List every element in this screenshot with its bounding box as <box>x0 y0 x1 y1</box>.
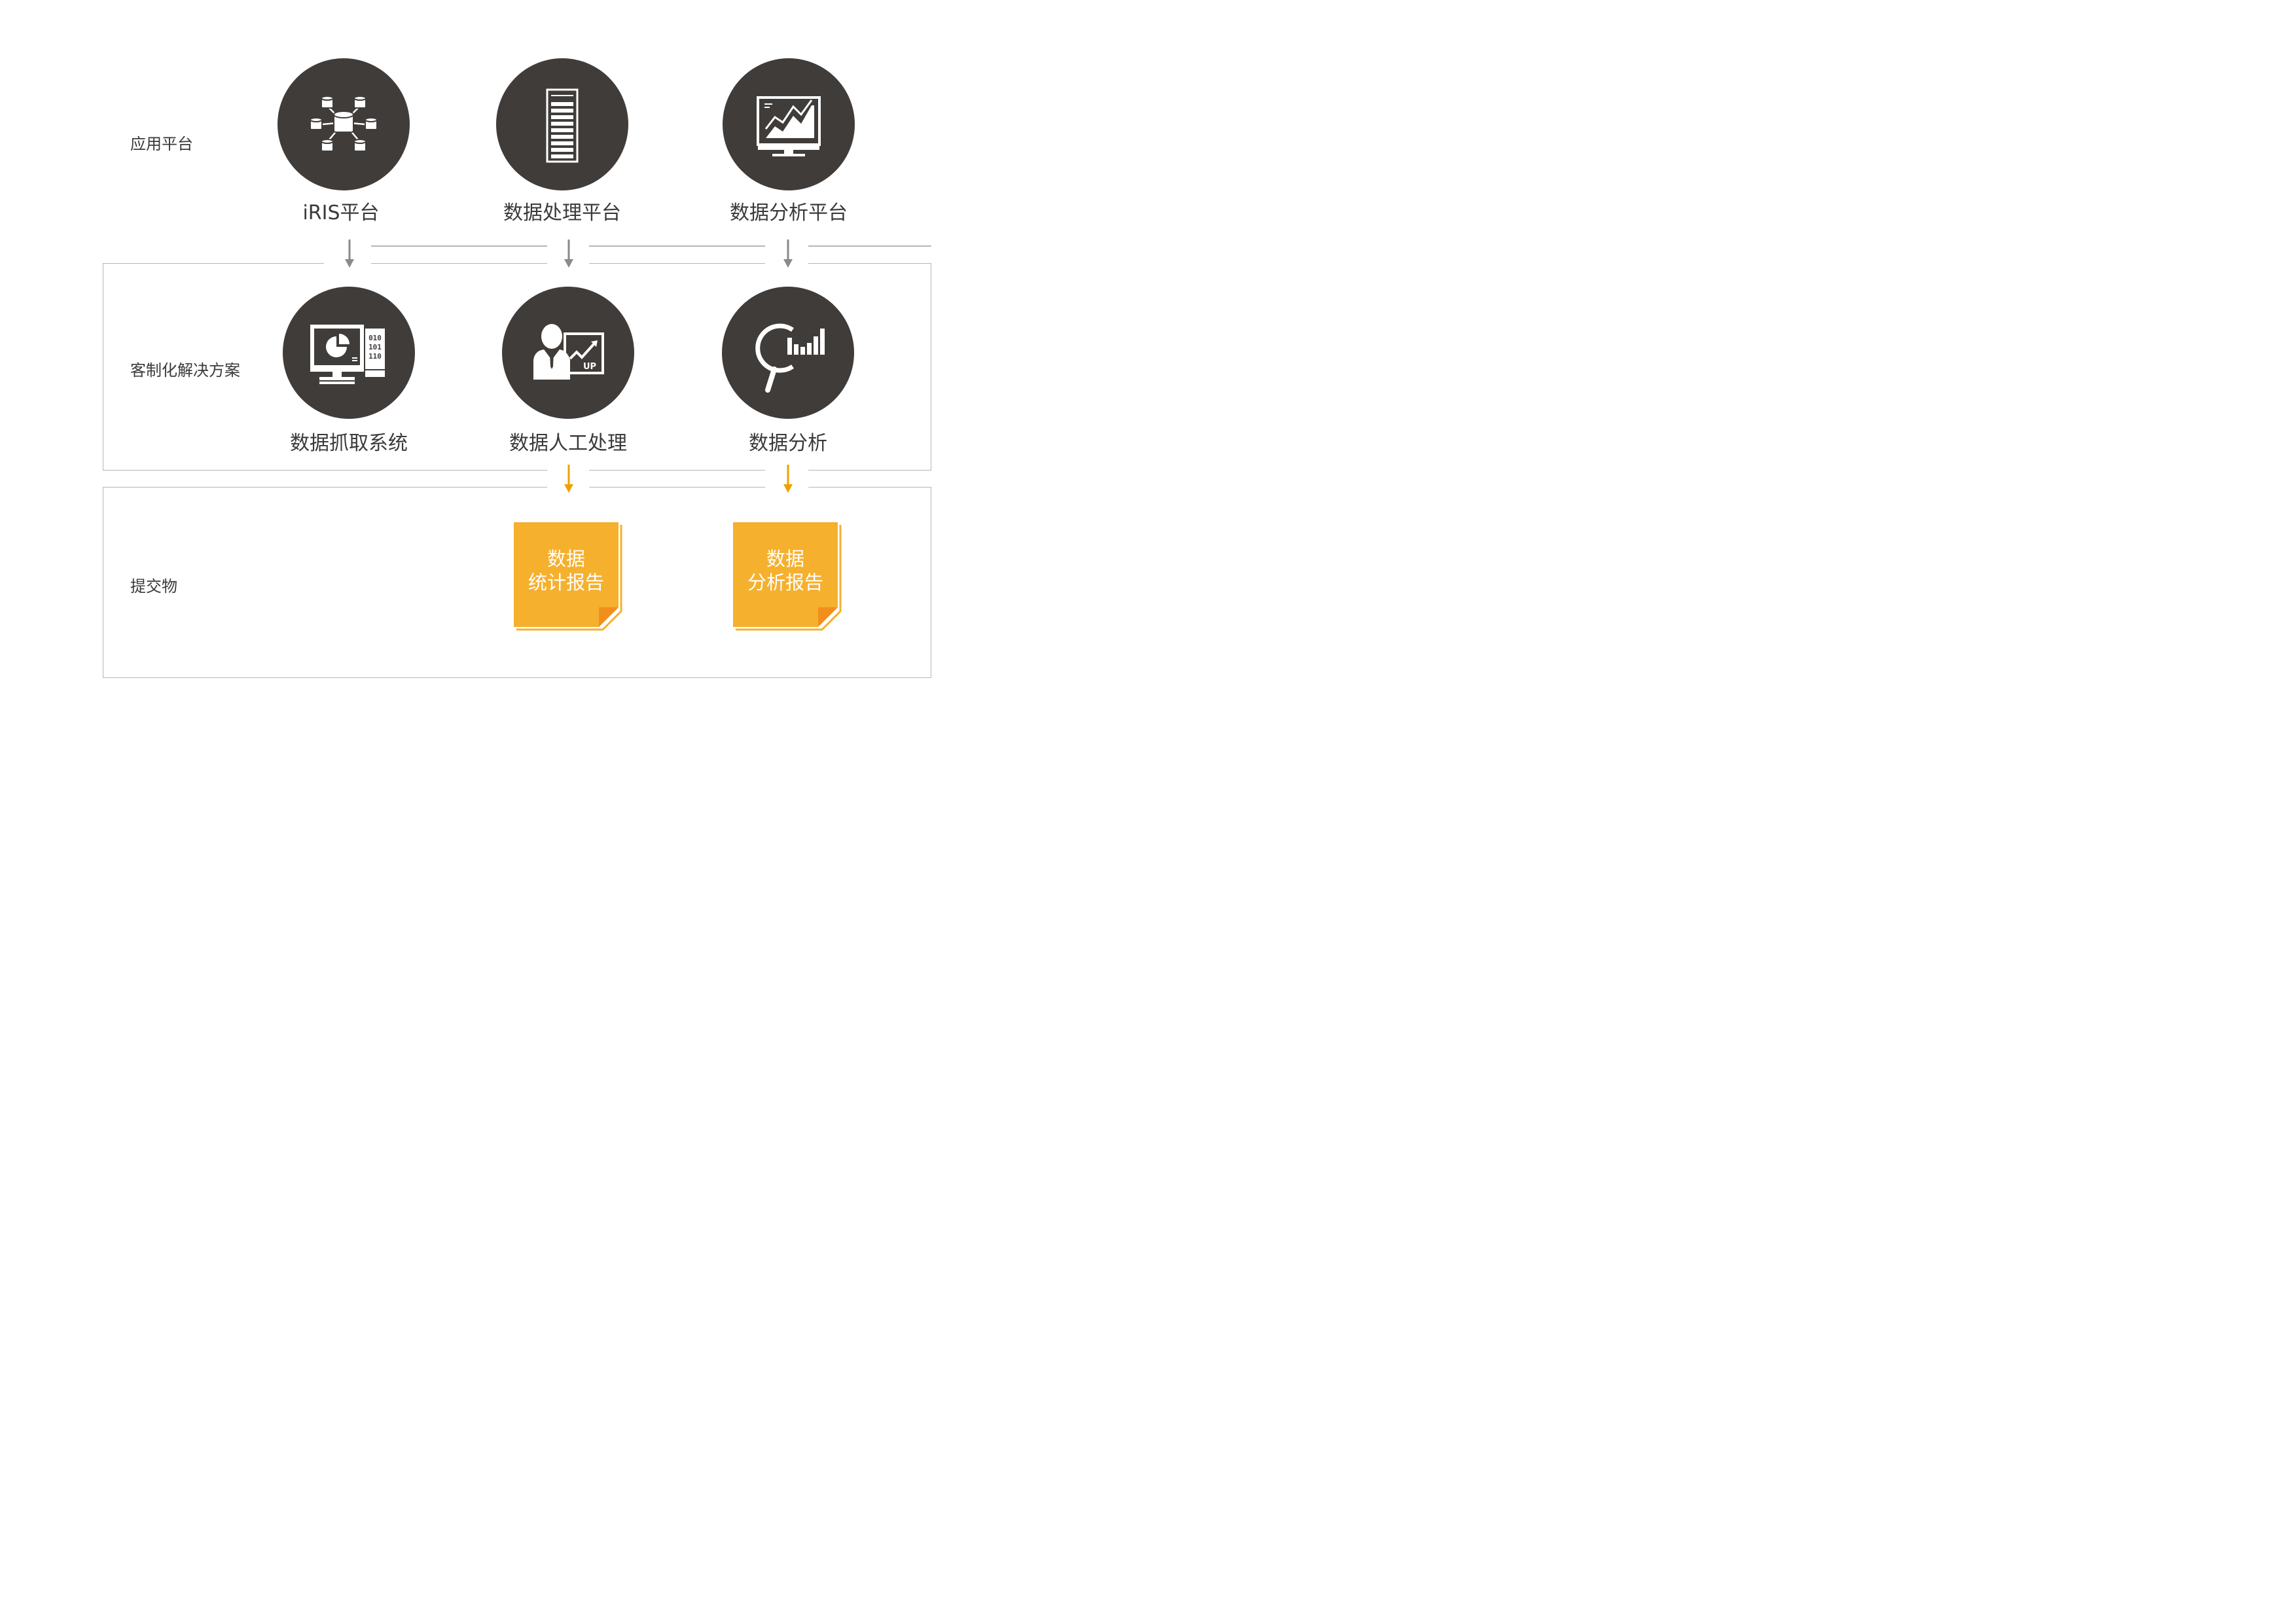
note-line-2: 分析报告 <box>747 571 823 594</box>
platform-label-analysis: 数据分析平台 <box>730 202 848 224</box>
platform-node-analysis <box>723 58 855 190</box>
row-label-custom-solution: 客制化解决方案 <box>130 361 240 380</box>
note-line-1: 数据 <box>547 548 585 570</box>
deliverable-note-statistics-report: 数据 统计报告 <box>514 522 624 632</box>
deliverable-note-analysis-report: 数据 分析报告 <box>733 522 843 632</box>
solution-node-data-capture: 010 101 110 <box>283 287 415 419</box>
up-badge: UP <box>583 362 596 372</box>
svg-text:010: 010 <box>368 334 382 342</box>
connector-line <box>808 245 931 247</box>
database-network-icon <box>310 96 378 152</box>
solution-node-manual-processing: UP <box>502 287 634 419</box>
solution-label-manual-processing: 数据人工处理 <box>509 432 627 455</box>
down-arrow-icon <box>564 465 573 493</box>
solution-node-data-analysis <box>722 287 854 419</box>
platform-label-processing: 数据处理平台 <box>503 202 621 224</box>
deliverable-frame <box>103 487 931 678</box>
computer-data-icon: 010 101 110 <box>310 325 385 384</box>
deliverable-text: 数据 统计报告 <box>514 547 619 594</box>
analytics-monitor-icon <box>757 96 821 156</box>
down-arrow-icon <box>783 465 793 493</box>
down-arrow-icon <box>564 240 573 268</box>
magnifier-chart-icon <box>755 323 825 393</box>
platform-node-iris <box>278 58 410 190</box>
connector-line <box>589 245 765 247</box>
server-rack-icon <box>546 88 579 163</box>
note-line-1: 数据 <box>766 548 804 570</box>
row-label-deliverable: 提交物 <box>130 577 177 596</box>
solution-label-data-capture: 数据抓取系统 <box>290 432 408 455</box>
deliverable-text: 数据 分析报告 <box>733 547 838 594</box>
svg-text:101: 101 <box>368 343 382 351</box>
platform-node-processing <box>496 58 628 190</box>
note-line-2: 统计报告 <box>528 571 604 594</box>
solution-frame <box>103 263 931 471</box>
solution-label-data-analysis: 数据分析 <box>749 432 827 455</box>
row-label-platform: 应用平台 <box>130 135 193 153</box>
down-arrow-icon <box>345 240 354 268</box>
person-presentation-icon: UP <box>533 324 604 380</box>
svg-text:110: 110 <box>368 352 382 361</box>
connector-line <box>371 245 547 247</box>
platform-label-iris: iRIS平台 <box>302 202 380 224</box>
down-arrow-icon <box>783 240 793 268</box>
